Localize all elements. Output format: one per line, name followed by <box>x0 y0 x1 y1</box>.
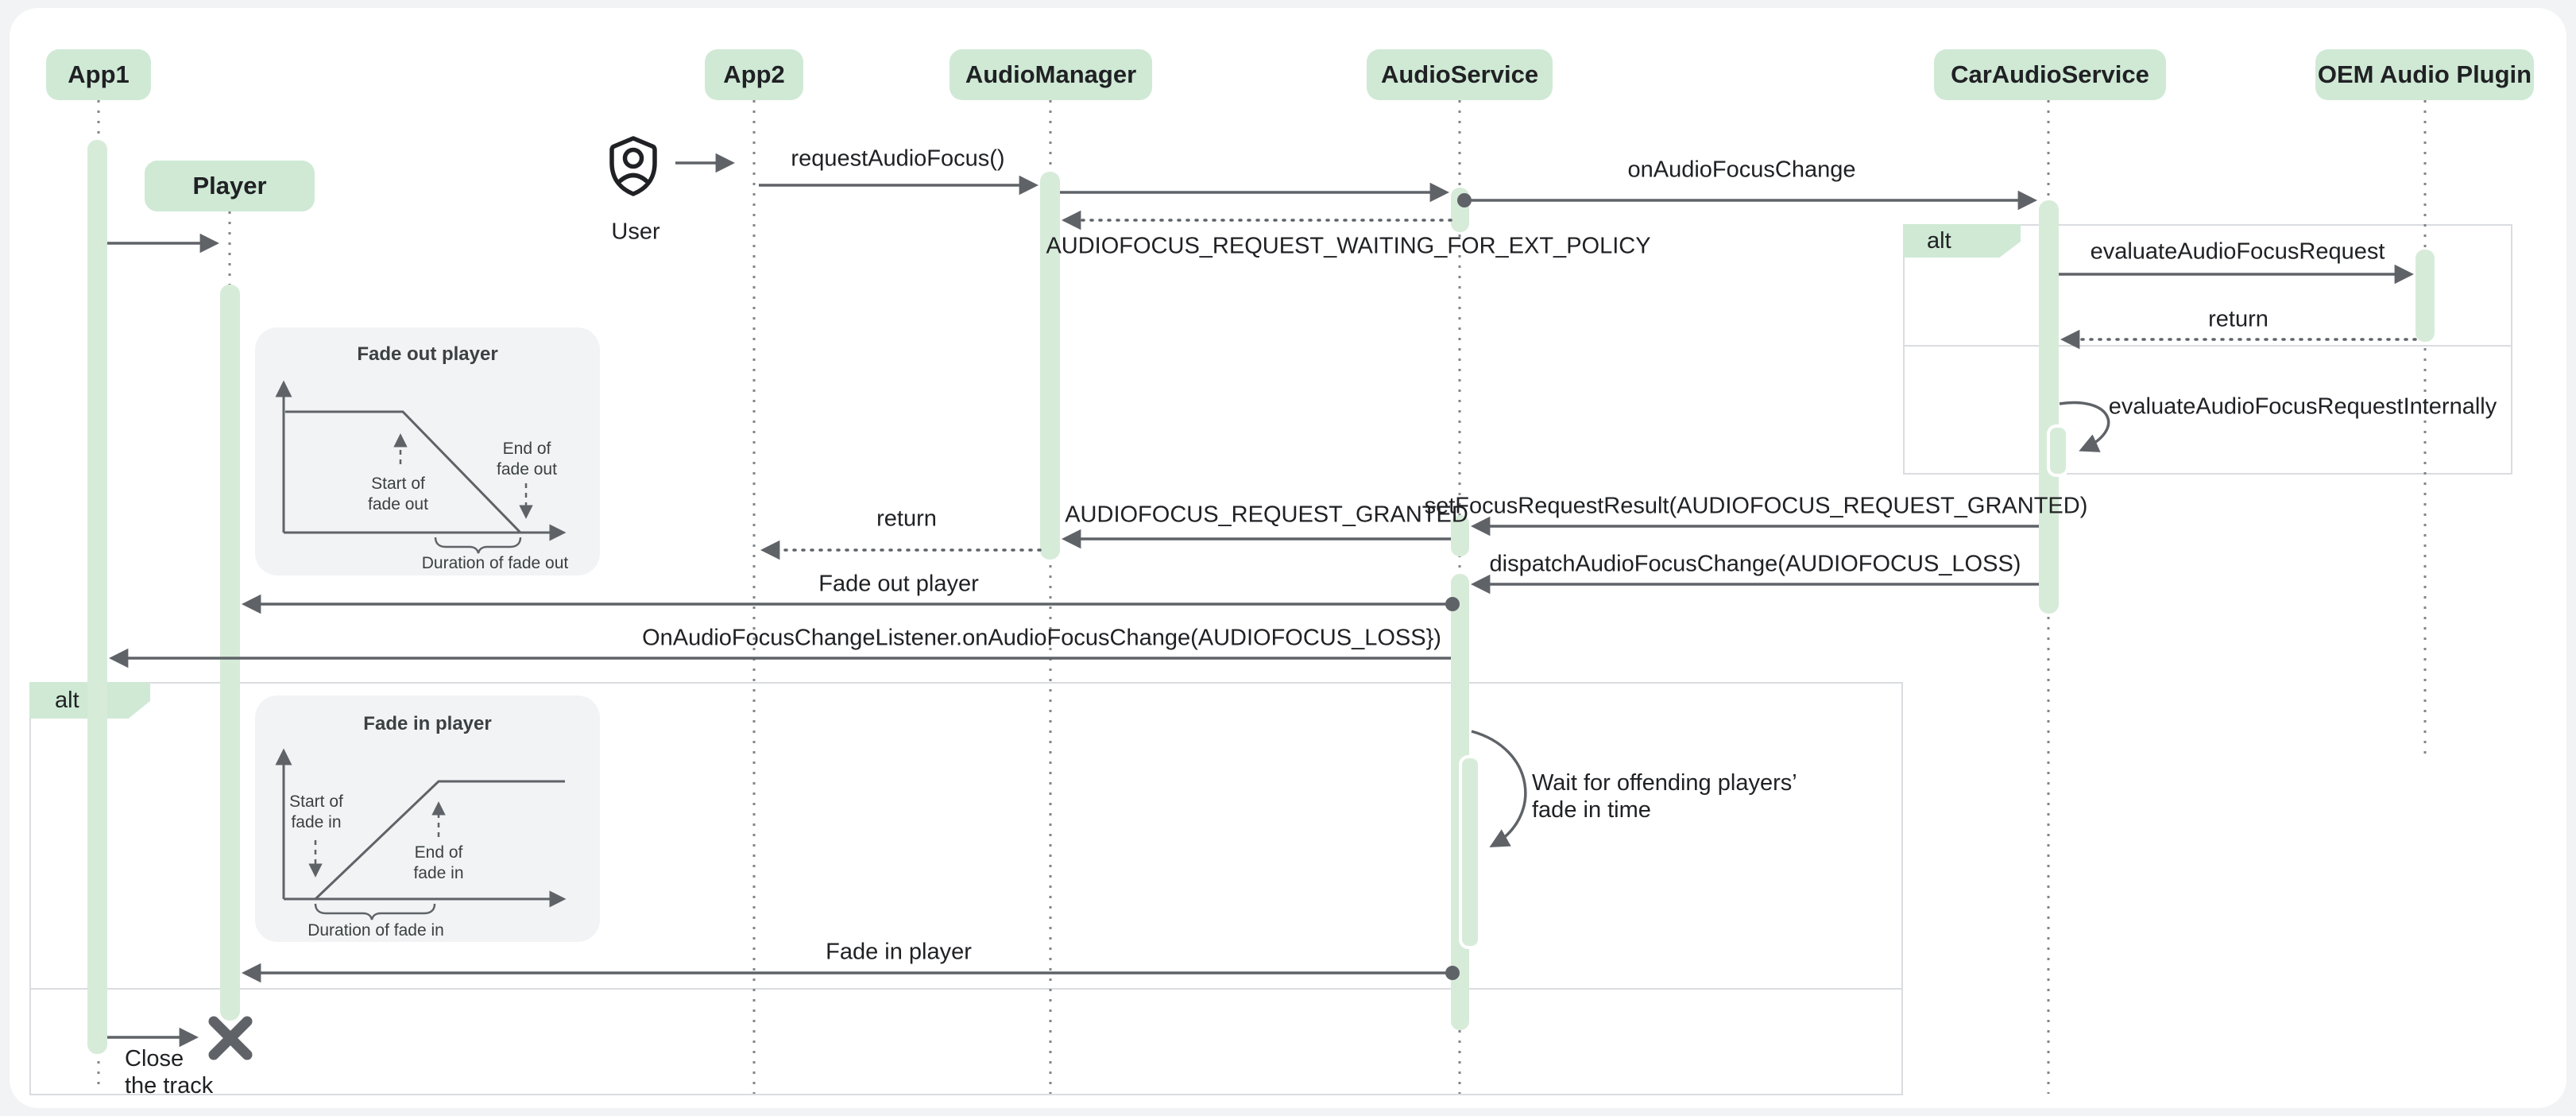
inset-title: Fade out player <box>357 343 498 365</box>
alt-fragment-car-audio: alt <box>1903 224 2512 475</box>
dot-on-audio-focus-change <box>1457 193 1472 207</box>
message-arrows <box>107 153 2417 1048</box>
msg-listener-callback: OnAudioFocusChangeListener.onAudioFocusC… <box>642 625 1441 651</box>
participant-app2: App2 <box>705 49 803 100</box>
fade-in-chart-axes <box>275 748 567 920</box>
inset-title: Fade in player <box>363 713 492 734</box>
msg-return-app2: return <box>876 506 937 532</box>
msg-evaluate-internally: evaluateAudioFocusRequestInternally <box>2108 393 2497 420</box>
dot-fade-in-player <box>1445 966 1460 980</box>
arrow-wait-self <box>1471 730 1527 848</box>
alt-fragment-divider <box>31 988 1901 990</box>
alt-operator-label: alt <box>1903 224 2021 258</box>
msg-request-audio-focus: requestAudioFocus() <box>791 145 1005 172</box>
activation-bars <box>87 140 2435 1054</box>
activation-audioservice-nested <box>1459 755 1481 949</box>
activation-caraudioservice <box>2039 200 2059 614</box>
arrow-evaluate-internally-self <box>2059 401 2110 452</box>
duration-brace <box>314 903 436 920</box>
activation-oem-plugin <box>2415 250 2435 342</box>
participant-caraudioservice: CarAudioService <box>1934 49 2166 100</box>
player-destroy-x-icon <box>208 1016 253 1060</box>
msg-waiting-policy: AUDIOFOCUS_REQUEST_WAITING_FOR_EXT_POLIC… <box>1046 233 1651 259</box>
participant-audioservice: AudioService <box>1367 49 1553 100</box>
msg-wait-for-fade-in: Wait for offending players’ fade in time <box>1532 770 1797 823</box>
duration-brace <box>434 537 522 554</box>
activation-audioservice-2 <box>1451 515 1469 556</box>
activation-caraudioservice-nested <box>2047 424 2069 477</box>
activation-audiomanager <box>1040 172 1060 560</box>
duration-of-fade-in-label: Duration of fade in <box>307 921 444 940</box>
message-origin-dots <box>1445 193 1472 980</box>
participant-app1: App1 <box>46 49 151 100</box>
msg-return-oem: return <box>2208 306 2269 332</box>
msg-on-audio-focus-change: onAudioFocusChange <box>1627 157 1856 183</box>
msg-request-granted: AUDIOFOCUS_REQUEST_GRANTED <box>1065 502 1468 528</box>
user-shield-icon <box>609 136 657 196</box>
msg-set-focus-request-result: setFocusRequestResult(AUDIOFOCUS_REQUEST… <box>1424 493 2088 519</box>
activation-player <box>220 285 240 1021</box>
participant-audiomanager: AudioManager <box>950 49 1152 100</box>
alt-fragment-divider <box>1905 345 2511 347</box>
activation-app1 <box>87 140 107 1054</box>
dot-fade-out-player <box>1445 597 1460 611</box>
msg-fade-in-player: Fade in player <box>826 939 972 965</box>
fade-out-chart-axes <box>275 380 567 554</box>
alt-label-text: alt <box>1927 227 1951 254</box>
participant-oem-audio-plugin: OEM Audio Plugin <box>2315 49 2534 100</box>
msg-fade-out-player: Fade out player <box>818 571 979 597</box>
duration-of-fade-out-label: Duration of fade out <box>421 554 569 572</box>
msg-evaluate-request: evaluateAudioFocusRequest <box>2090 238 2385 265</box>
msg-dispatch-change: dispatchAudioFocusChange(AUDIOFOCUS_LOSS… <box>1489 551 2021 577</box>
alt-label-text: alt <box>55 687 79 713</box>
msg-close-the-track: Close the track <box>125 1046 214 1099</box>
participant-player: Player <box>145 161 315 211</box>
actor-label: User <box>611 219 660 245</box>
